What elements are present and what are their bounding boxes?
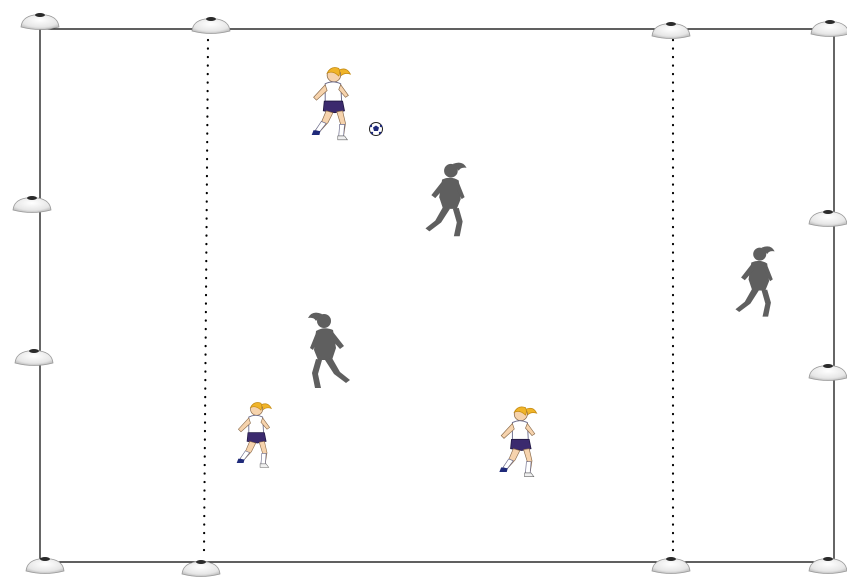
attacker-bottom-center	[499, 407, 536, 477]
soccer-ball-icon	[370, 123, 383, 136]
cone-bottom-right-corner	[809, 557, 847, 574]
cone-bottom-left-corner	[26, 557, 64, 574]
defender-left	[308, 313, 350, 388]
zone-lines	[204, 40, 673, 553]
cone-left-upper	[13, 196, 51, 213]
defenders	[308, 163, 775, 388]
cone-top-right-zone	[652, 22, 690, 39]
cone-top-right-corner	[811, 20, 847, 37]
attackers	[237, 68, 537, 477]
defender-center	[425, 163, 466, 237]
cone-left-lower	[15, 349, 53, 366]
attacker-with-ball	[312, 68, 351, 140]
cone-right-lower	[809, 364, 847, 381]
defender-right-zone	[735, 246, 774, 316]
cone-top-left-corner	[21, 13, 59, 30]
cone-top-left-zone	[192, 17, 230, 34]
cone-right-upper	[809, 210, 847, 227]
pitch-boundary	[40, 29, 834, 562]
attacker-bottom-left	[237, 402, 272, 467]
cones	[13, 13, 847, 577]
zone-line-left	[204, 40, 208, 553]
cone-bottom-right-zone	[652, 557, 690, 574]
